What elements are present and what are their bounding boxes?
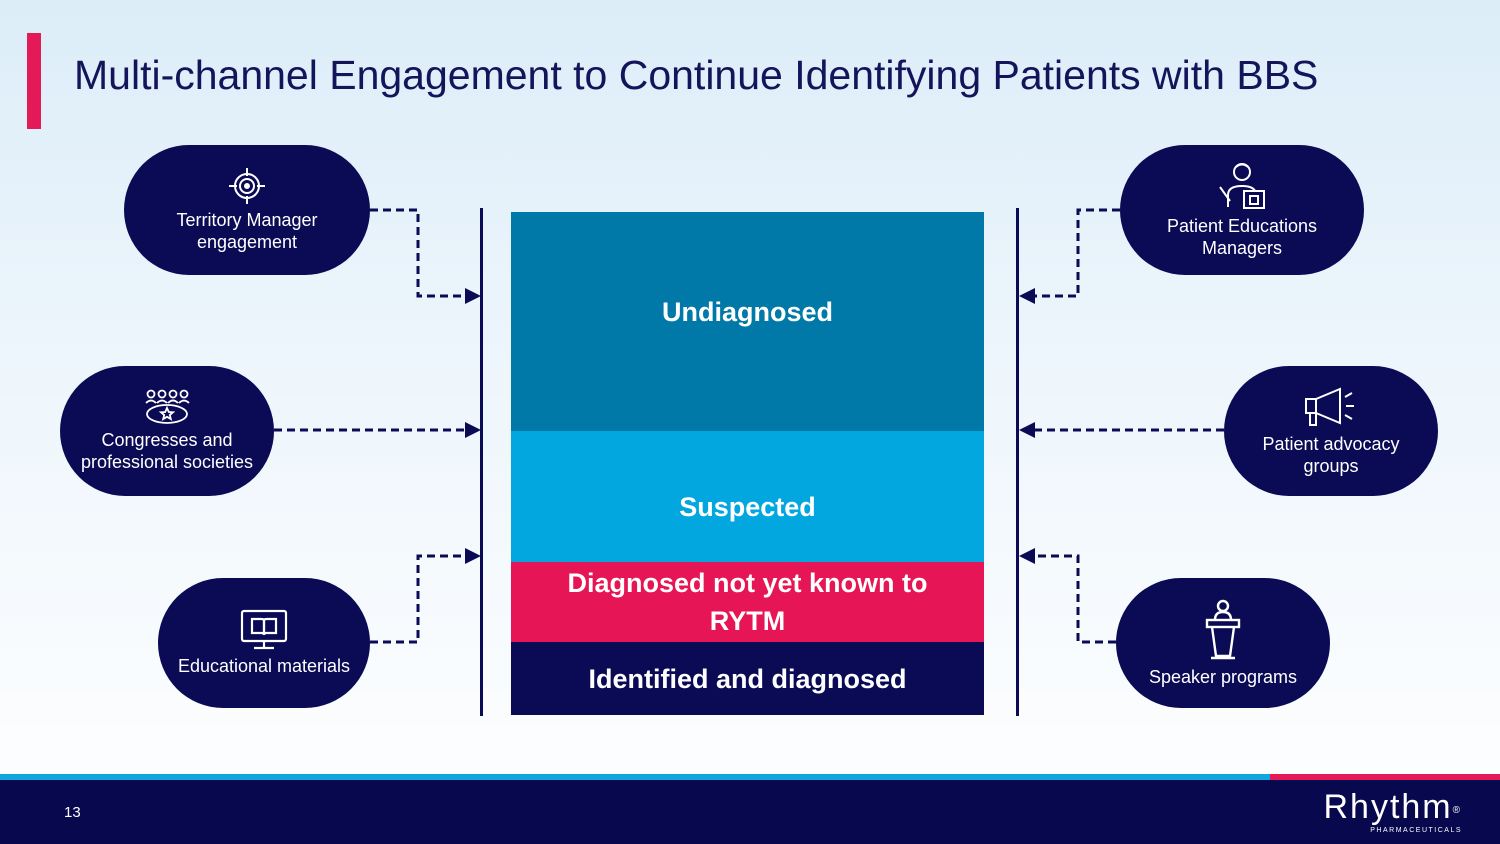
funnel-suspected: Suspected — [511, 431, 984, 562]
arrowhead-left-3 — [465, 548, 481, 564]
funnel-undiagnosed-label: Undiagnosed — [661, 296, 833, 327]
funnel-suspected-label: Suspected — [679, 491, 816, 522]
target-icon — [229, 168, 265, 204]
podium-icon — [1205, 599, 1241, 660]
channel-patient-advocacy: Patient advocacy groups — [1224, 366, 1438, 496]
left-divider-line — [480, 208, 483, 716]
channel-educational-materials: Educational materials — [158, 578, 370, 708]
title-accent-bar — [27, 33, 41, 129]
page-title: Multi-channel Engagement to Continue Ide… — [74, 52, 1319, 98]
arrowhead-right-2 — [1019, 422, 1035, 438]
arrowhead-left-2 — [465, 422, 481, 438]
megaphone-icon — [1305, 387, 1354, 426]
channel-patient-education-managers-label: Patient Educations Managers — [1166, 216, 1318, 258]
footer-bar — [0, 780, 1500, 844]
funnel-diagnosed-unknown: Diagnosed not yet known to RYTM — [511, 562, 984, 642]
funnel-identified-label: Identified and diagnosed — [588, 663, 907, 694]
monitor-book-icon — [240, 609, 288, 650]
funnel-undiagnosed: Undiagnosed — [511, 212, 984, 431]
channel-territory-manager-label: Territory Manager engagement — [176, 210, 318, 252]
connector-patient-education-managers — [1034, 208, 1120, 298]
funnel-diagnosed-unknown-label: Diagnosed not yet known to RYTM — [567, 568, 928, 636]
page-number: 13 — [64, 804, 81, 821]
logo-name: Rhythm — [1323, 788, 1453, 826]
footer-stripe-blue — [0, 774, 1270, 780]
channel-speaker-programs: Speaker programs — [1116, 578, 1330, 708]
channel-congresses-label: Congresses and professional societies — [80, 430, 254, 472]
logo-registered-mark: ® — [1452, 805, 1462, 816]
channel-educational-materials-label: Educational materials — [177, 656, 351, 676]
connector-territory-manager — [370, 208, 466, 298]
footer-stripe-pink — [1270, 774, 1500, 780]
arrowhead-right-3 — [1019, 548, 1035, 564]
funnel-identified: Identified and diagnosed — [511, 642, 984, 715]
logo-subtitle: PHARMACEUTICALS — [1370, 827, 1462, 834]
channel-congresses: Congresses and professional societies — [60, 366, 274, 496]
company-logo: Rhythm® PHARMACEUTICALS — [1323, 790, 1462, 835]
channel-patient-advocacy-label: Patient advocacy groups — [1262, 434, 1400, 476]
channel-territory-manager: Territory Manager engagement — [124, 145, 370, 275]
channel-speaker-programs-label: Speaker programs — [1148, 667, 1298, 687]
group-star-icon — [145, 389, 190, 424]
arrowhead-right-1 — [1019, 288, 1035, 304]
connector-educational-materials — [370, 554, 466, 644]
arrowhead-left-1 — [465, 288, 481, 304]
connector-speaker-programs — [1034, 554, 1116, 644]
channel-patient-education-managers: Patient Educations Managers — [1120, 145, 1364, 275]
person-laptop-icon — [1219, 163, 1265, 209]
right-divider-line — [1016, 208, 1019, 716]
